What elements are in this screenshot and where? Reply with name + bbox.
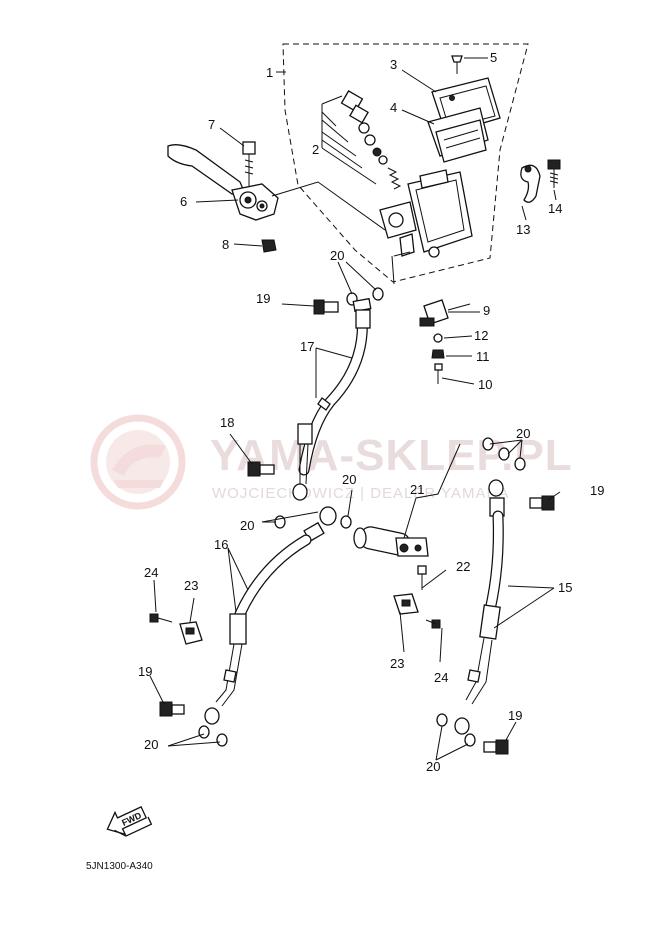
label-1: 1	[266, 65, 273, 80]
label-20-right: 20	[516, 426, 530, 441]
brake-hose-15	[454, 479, 505, 735]
label-5: 5	[490, 50, 497, 65]
reservoir-diaphragm	[427, 107, 489, 163]
label-12: 12	[474, 328, 488, 343]
label-16: 16	[214, 537, 228, 552]
label-23-left: 23	[184, 578, 198, 593]
banjo-bolt-right-upper	[529, 495, 555, 511]
handlebar-clamp	[520, 164, 541, 203]
hose-clamp-right	[393, 593, 419, 615]
brake-switch	[419, 299, 471, 327]
label-23-right: 23	[390, 656, 404, 671]
label-24-right: 24	[434, 670, 448, 685]
label-2: 2	[312, 142, 319, 157]
label-22: 22	[456, 559, 470, 574]
label-19-lower-right: 19	[508, 708, 522, 723]
label-19-right: 19	[590, 483, 604, 498]
label-15: 15	[558, 580, 572, 595]
label-20-upper: 20	[330, 248, 344, 263]
brake-hose-17	[292, 297, 372, 501]
label-6: 6	[180, 194, 187, 209]
washer-lower-right-2	[464, 733, 476, 747]
washer-lower-left-1	[198, 725, 210, 739]
label-11: 11	[476, 349, 490, 364]
lever-nut	[261, 239, 277, 253]
banjo-bolt-lower-right	[483, 739, 509, 755]
label-20-lower-left: 20	[144, 737, 158, 752]
diagram-code: 5JN1300-A340	[86, 861, 153, 872]
label-17: 17	[300, 339, 314, 354]
label-7: 7	[208, 117, 215, 132]
washer-right-3	[514, 457, 526, 471]
cap-screw	[451, 55, 463, 74]
washer-mid-2	[340, 515, 352, 529]
master-cylinder-body	[379, 169, 473, 258]
leader-lines	[149, 57, 561, 761]
label-20-mid: 20	[342, 472, 356, 487]
banjo-bolt-upper	[313, 299, 339, 315]
forward-arrow-icon: FWD	[106, 806, 153, 837]
label-10: 10	[478, 377, 492, 392]
label-19-upper: 19	[256, 291, 270, 306]
washer-lower-left-2	[216, 733, 228, 747]
nut-11	[431, 349, 445, 359]
brake-lever	[167, 144, 279, 221]
label-14: 14	[548, 201, 562, 216]
label-13: 13	[516, 222, 530, 237]
watermark-logo	[90, 414, 186, 510]
hose-clamp-left	[179, 621, 203, 645]
joint-bolt	[417, 565, 427, 590]
washer-12	[433, 333, 443, 343]
clamp-bolt	[547, 159, 561, 188]
label-4: 4	[390, 100, 397, 115]
clamp-bolt-right	[425, 619, 441, 629]
label-20-lower-right: 20	[426, 759, 440, 774]
callout-labels: 1 2 3 4 5 6 7 8 9 10 11 12 13 14 15 16 1…	[138, 50, 604, 774]
label-19-lower-left: 19	[138, 664, 152, 679]
brake-hose-joint	[353, 526, 429, 557]
lever-bolt	[242, 141, 256, 186]
piston-kit	[321, 90, 402, 190]
washer-lower-right-1	[436, 713, 448, 727]
label-20-left: 20	[240, 518, 254, 533]
clamp-bolt-left	[149, 613, 173, 623]
label-21: 21	[410, 482, 424, 497]
label-18: 18	[220, 415, 234, 430]
assembly-outline	[282, 43, 529, 283]
label-9: 9	[483, 303, 490, 318]
brake-hose-16	[204, 506, 337, 725]
washer-right-2	[498, 447, 510, 461]
screw-10	[434, 363, 443, 384]
bolt-18	[247, 461, 275, 477]
label-24-left: 24	[144, 565, 158, 580]
watermark-subtitle: WOJCIECHOWICZ | DEALER YAMAHA	[212, 485, 509, 502]
washer-upper-2	[372, 287, 384, 301]
banjo-bolt-lower-left	[159, 701, 185, 717]
label-3: 3	[390, 57, 397, 72]
label-8: 8	[222, 237, 229, 252]
